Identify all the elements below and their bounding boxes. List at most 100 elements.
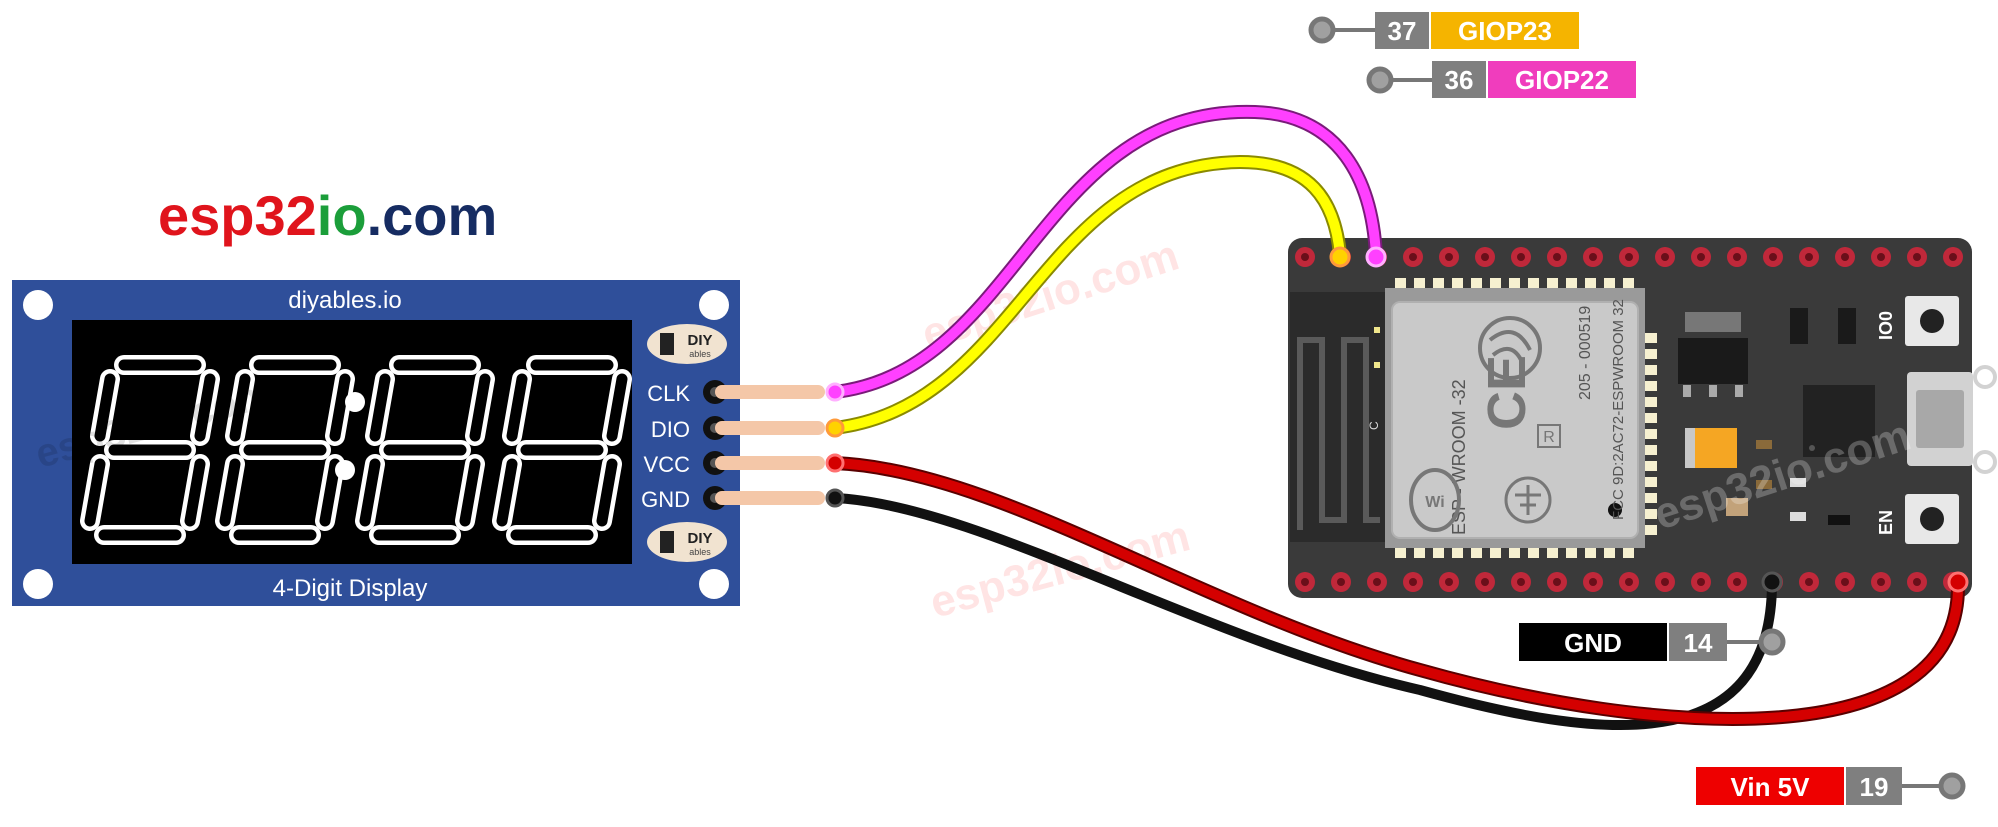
header-pin-hole [1445,253,1453,261]
brand-part-esp32: esp32 [158,184,317,247]
header-pin [715,491,825,505]
pin-number: 37 [1388,16,1417,46]
module-pad [1509,542,1520,558]
module-pad [1414,278,1425,294]
header-pin-hole [1625,253,1633,261]
module-pad [1645,365,1657,375]
mount-hole [699,290,729,320]
ce-mark-icon: CE [1477,355,1537,430]
pin-name: GIOP23 [1458,16,1552,46]
brand-part-com: .com [367,184,498,247]
header-pin-hole [1337,578,1345,586]
colon-dot [345,392,365,412]
svg-text:ables: ables [689,547,711,557]
header-pin-hole [1553,578,1561,586]
regulator-tab [1685,312,1741,332]
r-mark-icon: R [1537,424,1561,448]
segment-inner [369,373,391,442]
module-pad [1528,542,1539,558]
pin-number: 36 [1445,65,1474,95]
pin-row-clk: CLK [647,380,825,406]
segment-inner [506,373,528,442]
seven-segment-digits [80,355,632,545]
module-pad [1645,413,1657,423]
wire-clk [830,106,1381,397]
header-pin [715,385,825,399]
module-pad [1452,278,1463,294]
pin-row-gnd: GND [641,486,825,512]
header-pin-hole [1805,578,1813,586]
segment-inner [184,458,206,527]
header-pin-hole [1373,578,1381,586]
cert-text: 205 - 000519 [1577,306,1594,400]
display-top-label: diyables.io [288,287,401,314]
connector-dot-icon [1758,628,1786,656]
brand-title: esp32io.com [158,184,497,247]
header-pin-hole [1733,253,1741,261]
header-pin-hole [1877,578,1885,586]
mount-hole [23,290,53,320]
segment-inner [459,458,481,527]
header-pin-hole [1481,578,1489,586]
display-bottom-label: 4-Digit Display [273,575,428,602]
connector-dot-icon [1308,16,1336,44]
module-pad [1645,333,1657,343]
module-pad [1509,278,1520,294]
mount-hole [23,569,53,599]
segment-inner [329,373,351,442]
antenna-trace [1297,337,1380,530]
display-module: diyables.io 4-Digit Display DIY ables DI… [12,280,825,606]
pin1-marker [1608,503,1622,517]
pin-name: GIOP22 [1515,65,1609,95]
fcc-text: FCC 9D:2AC72-ESPWROOM 32 [1610,299,1627,520]
module-pad [1623,278,1634,294]
connector-dot-icon [1366,66,1394,94]
colon-dot [335,460,355,480]
callout-giop23: 37 GIOP23 [1308,12,1579,49]
en-label: EN [1876,510,1896,535]
module-pad [1604,278,1615,294]
svg-text:CE: CE [1477,355,1537,430]
segment-inner [84,458,106,527]
esp32-board: ESP - WROOM -32 FCC 9D:2AC72-ESPWROOM 32… [1288,238,1997,598]
svg-text:ables: ables [689,349,711,359]
header-pin-hole [1445,578,1453,586]
module-pad [1414,542,1425,558]
pin-number: 19 [1860,772,1889,802]
pin-name: GND [1564,628,1622,658]
module-pad [1585,278,1596,294]
pin-label-vcc: VCC [644,452,691,477]
smd-part [1790,478,1806,487]
wire-gnd [830,493,1777,730]
header-pin-hole [1877,253,1885,261]
voltage-regulator [1678,338,1748,384]
module-pad [1547,278,1558,294]
segment-inner [229,373,251,442]
wire-dio [830,156,1345,433]
header-pin-hole [1661,253,1669,261]
header-pin-hole [1661,578,1669,586]
pin-label-gnd: GND [641,487,690,512]
svg-text:DIY: DIY [687,332,712,349]
module-pad [1490,278,1501,294]
module-pad [1433,542,1444,558]
module-pad [1645,429,1657,439]
segment-inner [359,458,381,527]
header-pin-hole [1697,253,1705,261]
header-pin-hole [1769,253,1777,261]
diyables-logo-icon: DIY ables [647,522,727,562]
diode [1828,515,1850,525]
module-pad [1490,542,1501,558]
module-pad [1604,542,1615,558]
brand-part-io: io [317,184,367,247]
esp32-top-header [1295,247,1963,267]
svg-text:DIY: DIY [687,530,712,547]
callout-vin: Vin 5V 19 [1696,767,1966,805]
module-pad [1645,445,1657,455]
module-pad [1471,542,1482,558]
header-pin-hole [1301,253,1309,261]
wire-vcc [830,458,1964,724]
module-pad [1452,542,1463,558]
callout-giop22: 36 GIOP22 [1366,61,1636,98]
